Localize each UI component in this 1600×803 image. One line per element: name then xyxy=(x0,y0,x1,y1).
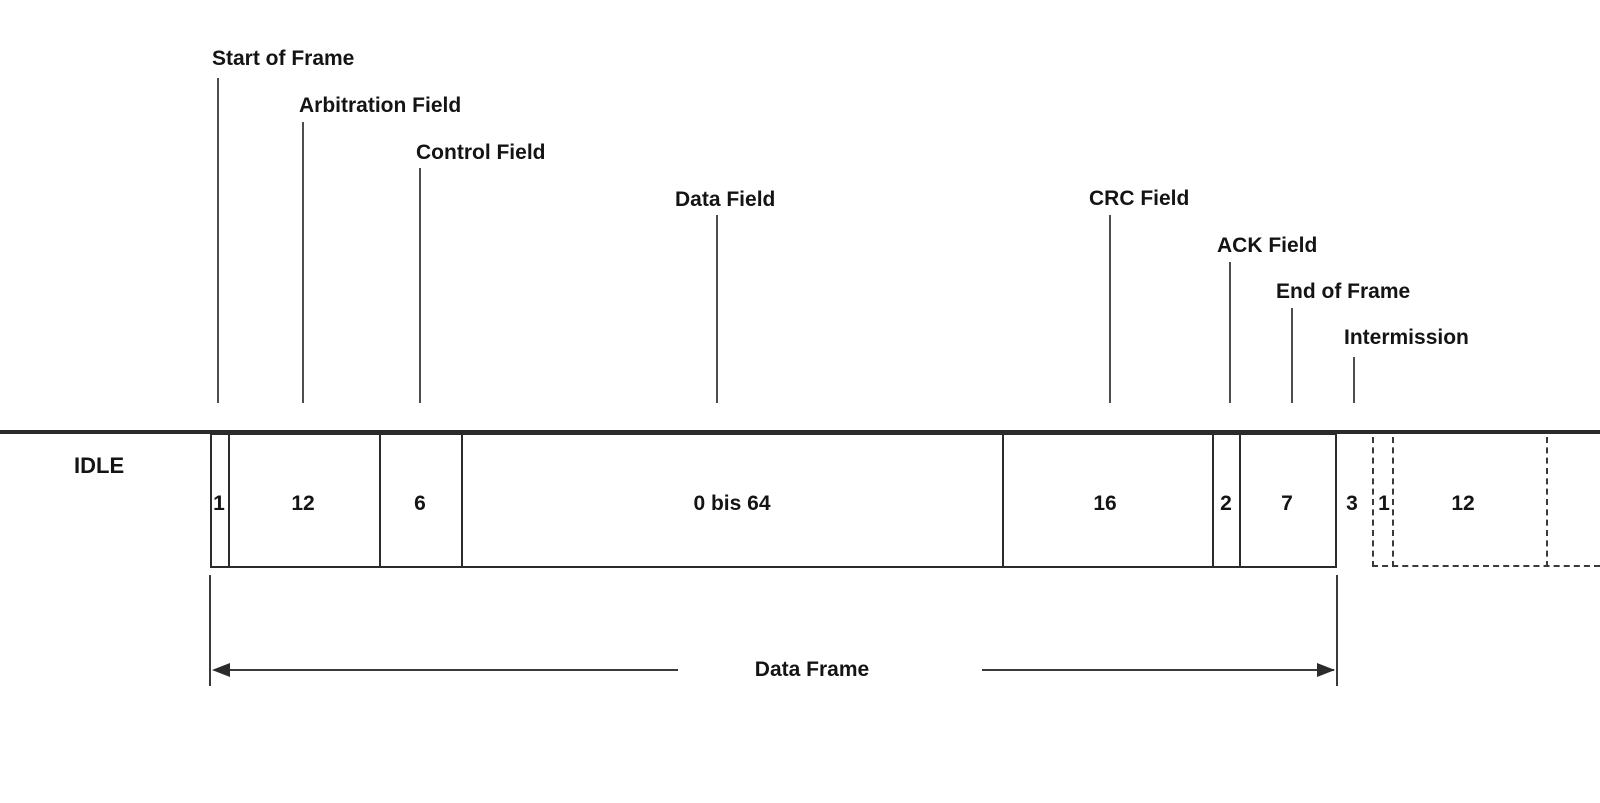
divider-ack-eof xyxy=(1239,434,1241,567)
data-frame-box xyxy=(210,433,1337,568)
data-frame-span-label: Data Frame xyxy=(754,658,870,681)
bits-ack-field: 2 xyxy=(1220,492,1232,515)
dashed-divider-next-sof-left xyxy=(1372,437,1374,567)
arrowhead-left-icon xyxy=(212,663,230,677)
label-arbitration-field: Arbitration Field xyxy=(299,94,462,117)
span-tick-left xyxy=(209,575,211,686)
bits-start-of-frame: 1 xyxy=(213,492,225,515)
leader-line-intermission xyxy=(1353,357,1355,403)
label-end-of-frame: End of Frame xyxy=(1276,280,1411,303)
bits-control-field: 6 xyxy=(414,492,426,515)
leader-line-end-of-frame xyxy=(1291,308,1293,403)
label-crc-field: CRC Field xyxy=(1089,187,1190,210)
bits-next-frame-arbitration: 12 xyxy=(1451,492,1475,515)
leader-line-arbitration-field xyxy=(302,122,304,403)
divider-sof-arbitration xyxy=(228,434,230,567)
bits-crc-field: 16 xyxy=(1093,492,1117,515)
leader-line-data-field xyxy=(716,215,718,403)
leader-line-crc-field xyxy=(1109,215,1111,403)
divider-crc-ack xyxy=(1212,434,1214,567)
span-tick-right xyxy=(1336,575,1338,686)
divider-arbitration-control xyxy=(379,434,381,567)
leader-line-start-of-frame xyxy=(217,78,219,403)
label-data-field: Data Field xyxy=(675,188,776,211)
arrowhead-right-icon xyxy=(1317,663,1335,677)
divider-control-data xyxy=(461,434,463,567)
bits-next-frame-sof: 1 xyxy=(1378,492,1390,515)
label-start-of-frame: Start of Frame xyxy=(212,47,355,70)
dashed-divider-next-sof-right xyxy=(1392,437,1394,567)
bus-level-line xyxy=(0,430,1600,434)
label-intermission: Intermission xyxy=(1344,326,1469,349)
idle-label: IDLE xyxy=(74,453,125,478)
bits-data-field: 0 bis 64 xyxy=(693,492,771,515)
label-ack-field: ACK Field xyxy=(1217,234,1318,257)
span-arrow-line-right xyxy=(982,669,1334,671)
bits-arbitration-field: 12 xyxy=(291,492,315,515)
bits-intermission: 3 xyxy=(1346,492,1358,515)
leader-line-ack-field xyxy=(1229,262,1231,403)
divider-data-crc xyxy=(1002,434,1004,567)
dashed-divider-next-arbitration-end xyxy=(1546,437,1548,567)
label-control-field: Control Field xyxy=(416,141,546,164)
leader-line-control-field xyxy=(419,168,421,403)
span-arrow-line-left xyxy=(216,669,678,671)
dashed-bottom-line xyxy=(1372,565,1600,567)
bits-end-of-frame: 7 xyxy=(1281,492,1293,515)
